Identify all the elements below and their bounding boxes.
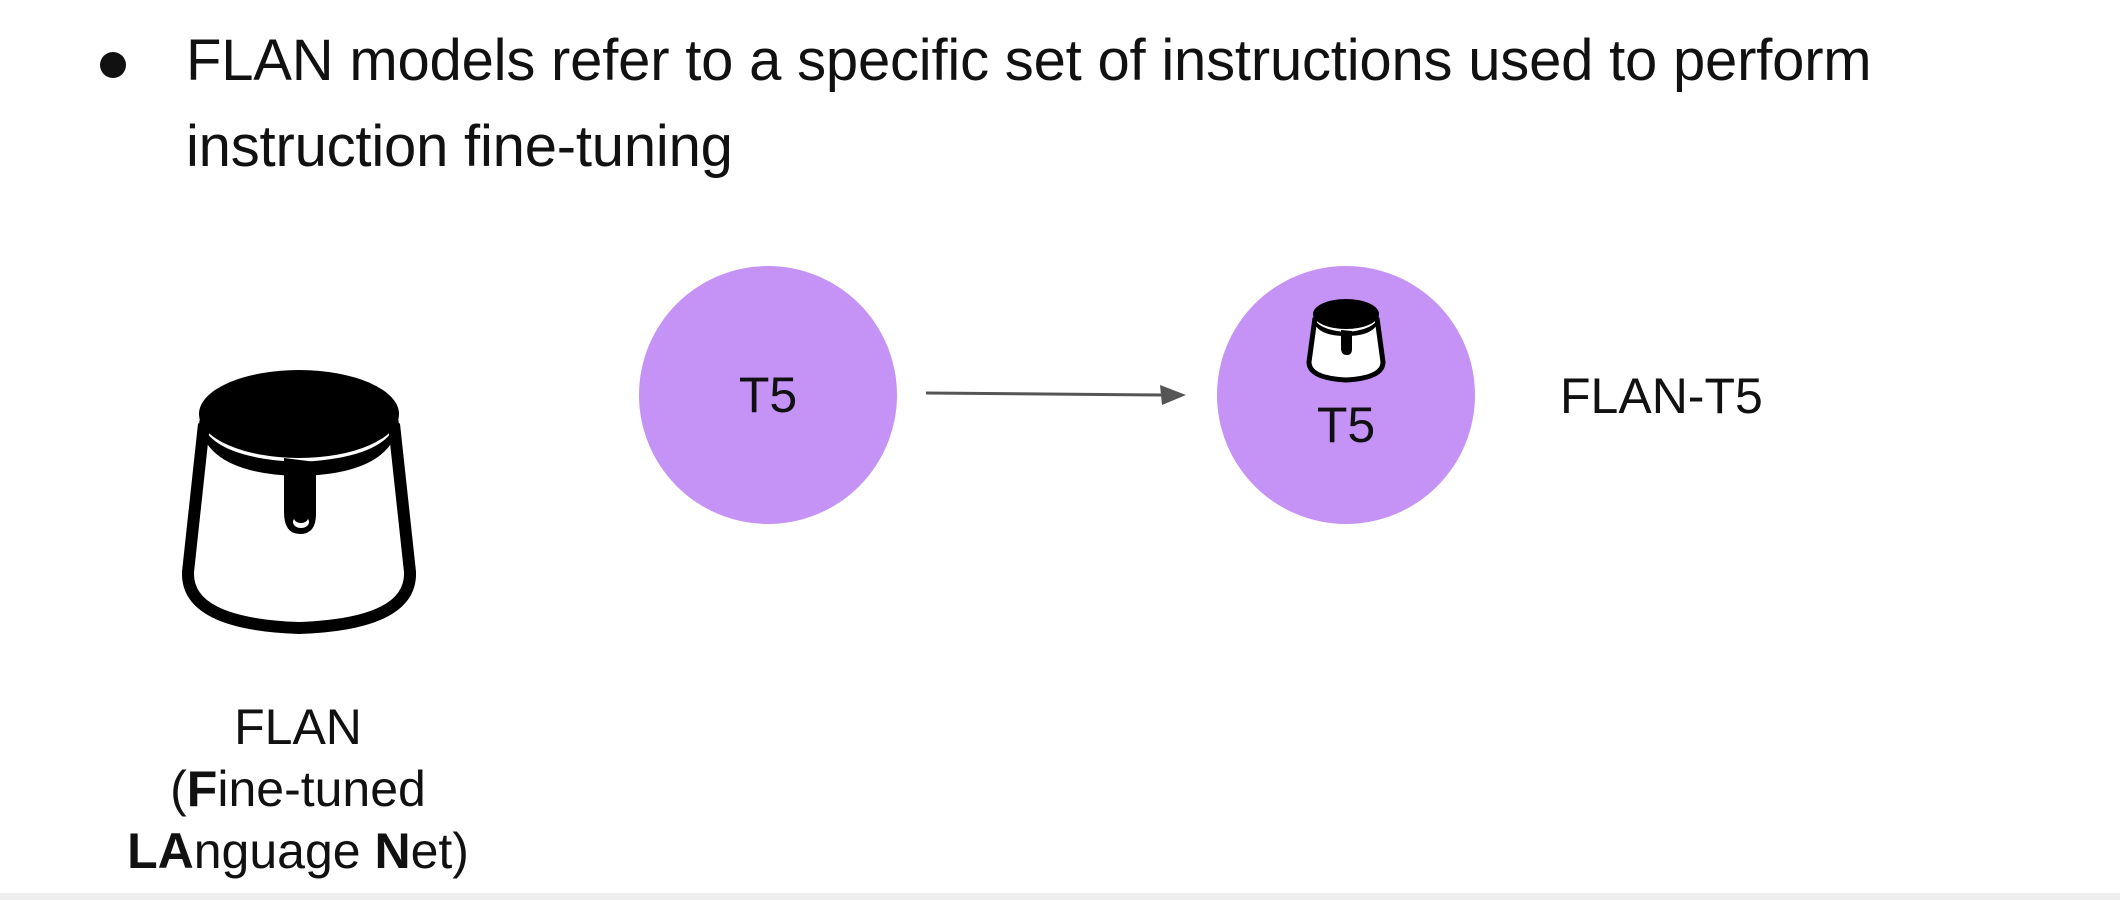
flan-t5-model-label: T5 <box>1316 397 1376 453</box>
flan-dessert-icon <box>1306 299 1386 383</box>
flan-caption-title: FLAN <box>234 699 362 755</box>
flan-t5-model-node: T5 <box>1217 266 1475 524</box>
flan-caption-line3: LAnguage Net) <box>127 823 469 879</box>
bullet-text: FLAN models refer to a specific set of i… <box>186 28 1872 179</box>
bottom-divider <box>0 893 2120 900</box>
flan-t5-result-label: FLAN-T5 <box>1560 368 1763 424</box>
arrow-right-icon <box>925 385 1186 405</box>
t5-model-label: T5 <box>738 367 798 423</box>
flan-caption: FLAN (Fine-tuned LAnguage Net) <box>98 696 498 882</box>
flan-caption-line2: (Fine-tuned <box>170 761 426 817</box>
bullet-point: FLAN models refer to a specific set of i… <box>100 18 2000 190</box>
flan-dessert-icon <box>182 370 416 634</box>
bullet-dot-icon <box>100 52 126 78</box>
t5-model-node: T5 <box>639 266 897 524</box>
